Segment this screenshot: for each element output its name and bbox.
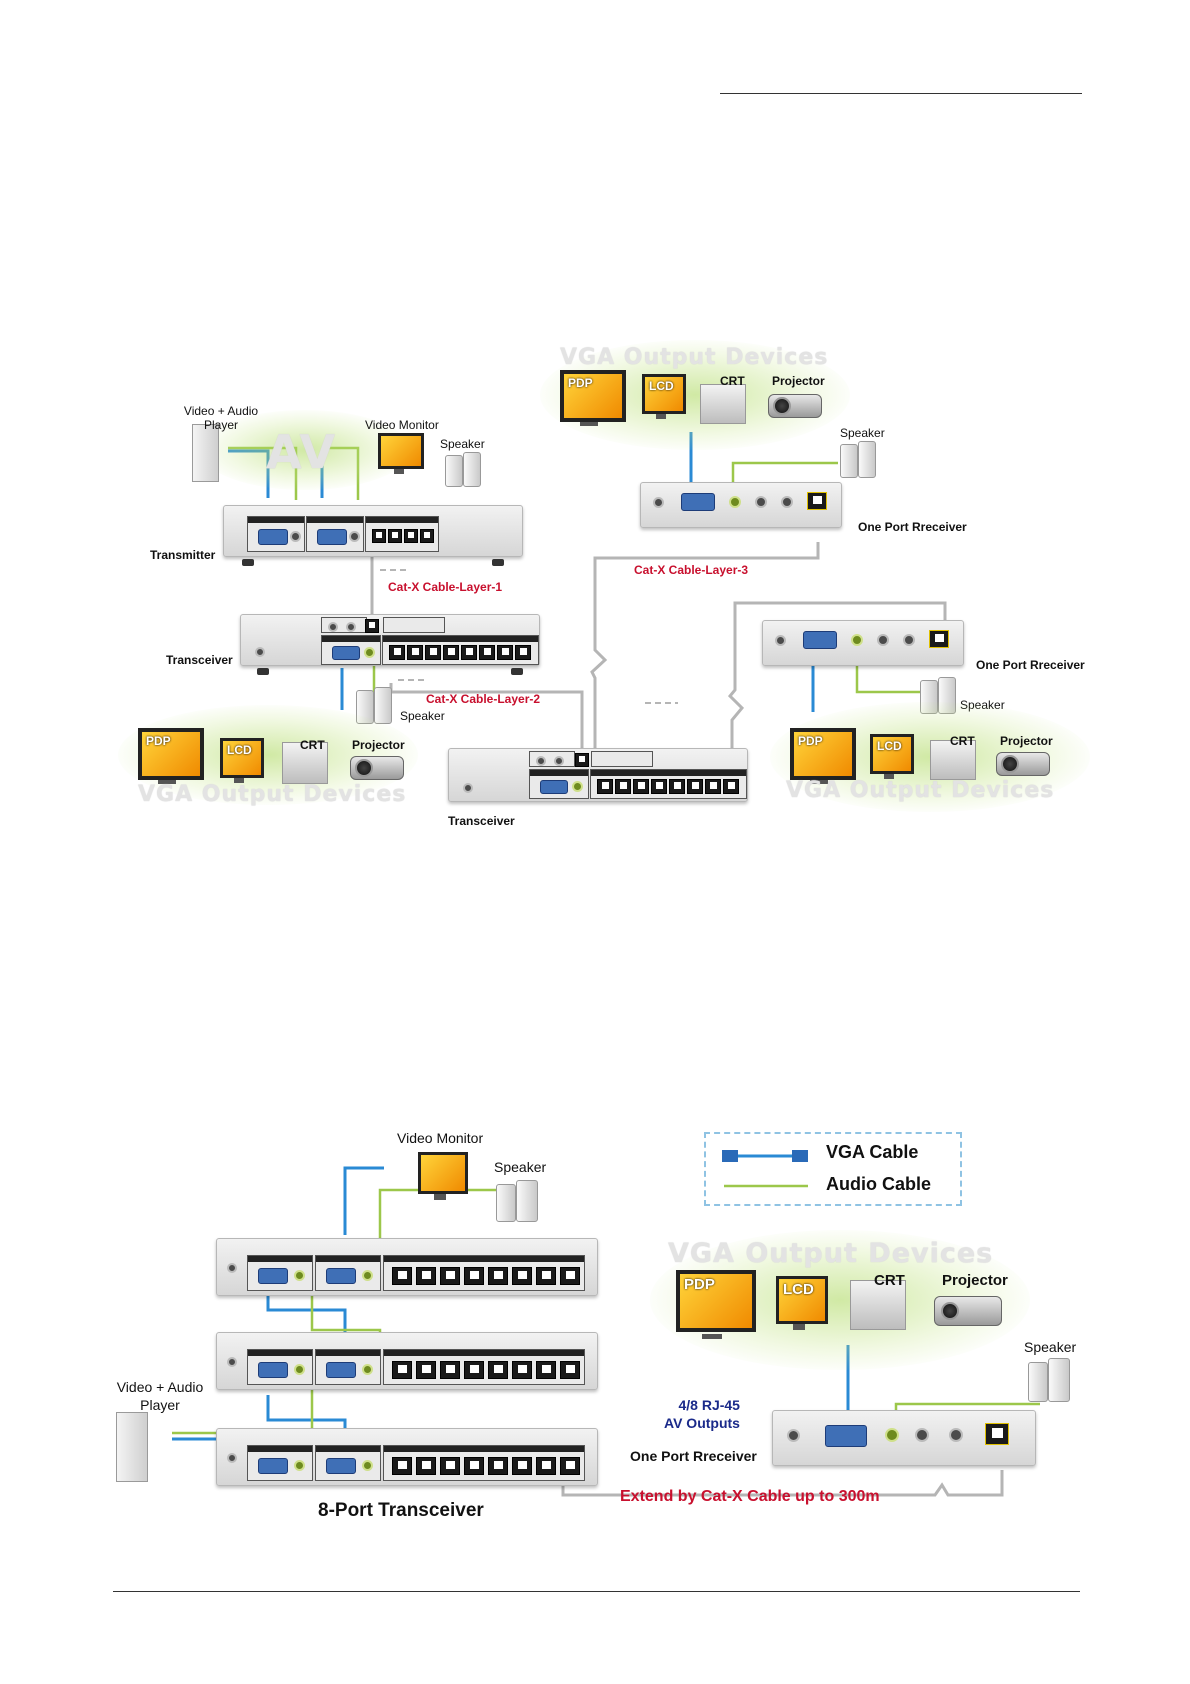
header-rule [720, 93, 1082, 94]
transceiver-link-panel [383, 617, 445, 633]
crt-label: CRT [950, 734, 975, 748]
transceiver-unit-3 [216, 1428, 598, 1486]
crt-label: CRT [874, 1272, 905, 1289]
transceiver-vga-out-panel [321, 635, 381, 665]
cable-legend: VGA Cable Audio Cable [704, 1132, 962, 1206]
transceiver-device [448, 748, 748, 802]
speaker-icon [496, 1184, 516, 1222]
video-monitor-icon [378, 433, 424, 469]
pc-tower-icon [192, 424, 219, 482]
devices-watermark-top: VGA Output Devices [560, 345, 829, 370]
video-audio-player-label: Video + Audio Player [183, 404, 259, 432]
devices-watermark-left: VGA Output Devices [138, 782, 407, 807]
one-port-receiver [640, 482, 842, 528]
crt-label: CRT [720, 374, 745, 388]
transmitter-label: Transmitter [150, 548, 216, 562]
devices-watermark-bottom: VGA Output Devices [786, 778, 1055, 803]
transceiver-unit-1 [216, 1238, 598, 1296]
speaker-label: Speaker [440, 437, 485, 451]
projector-label: Projector [772, 374, 825, 388]
legend-audio-label: Audio Cable [826, 1174, 932, 1194]
cable-layer3-label: Cat-X Cable-Layer-3 [634, 563, 749, 577]
projector-icon [768, 394, 822, 418]
cable-layer1-label: Cat-X Cable-Layer-1 [388, 580, 503, 594]
devices-watermark: VGA Output Devices [668, 1238, 994, 1269]
transceiver-label-2: Transceiver [448, 814, 515, 828]
video-audio-player-label: Video + Audio Player [116, 1379, 204, 1413]
speaker-label: Speaker [1024, 1339, 1077, 1355]
extend-label: Extend by Cat-X Cable up to 300m [620, 1488, 880, 1505]
one-port-receiver-label: One Port Rreceiver [858, 520, 967, 534]
one-port-receiver [762, 620, 964, 666]
legend-swatches [722, 1150, 808, 1188]
projector-label: Projector [942, 1272, 1008, 1289]
transceiver-device [240, 614, 540, 675]
crt-label: CRT [300, 738, 325, 752]
one-port-receiver-label-2: One Port Rreceiver [976, 658, 1085, 672]
transceiver-unit-2 [216, 1332, 598, 1390]
transmitter-rj45-panel [365, 516, 439, 552]
one-port-receiver [772, 1410, 1036, 1466]
projector-label: Projector [1000, 734, 1053, 748]
pdp-icon: PDP [676, 1270, 756, 1332]
projector-icon [934, 1296, 1002, 1326]
av-glow [200, 410, 410, 490]
projector-icon [996, 752, 1050, 776]
projector-label: Projector [352, 738, 405, 752]
speaker-icon [463, 452, 481, 487]
outputs-label: 4/8 RJ-45 AV Outputs [664, 1397, 740, 1431]
speaker-icon [840, 444, 858, 478]
transmitter-output-panel [306, 516, 364, 552]
crt-icon [930, 740, 976, 780]
cable-layer2-label: Cat-X Cable-Layer-2 [426, 692, 541, 706]
transmitter-device [223, 505, 523, 566]
crt-icon [282, 742, 328, 784]
speaker-icon [858, 441, 876, 478]
footer-rule [113, 1591, 1080, 1592]
crt-icon [700, 384, 746, 424]
transceiver-label: Transceiver [166, 653, 233, 667]
one-port-receiver-label: One Port Rreceiver [630, 1448, 757, 1464]
lcd-icon: LCD [220, 738, 264, 778]
pdp-icon: PDP [560, 370, 626, 422]
video-monitor-label: Video Monitor [365, 418, 439, 432]
transceiver-rj45-panel [382, 635, 539, 665]
crt-icon [850, 1280, 906, 1330]
video-monitor-icon [418, 1152, 468, 1194]
lcd-icon: LCD [642, 374, 686, 414]
pdp-icon: PDP [138, 728, 204, 780]
legend-vga-label: VGA Cable [826, 1142, 919, 1162]
transmitter-input-panel [247, 516, 305, 552]
speaker-icon [516, 1180, 538, 1222]
lcd-icon: LCD [776, 1276, 828, 1324]
projector-icon [350, 756, 404, 780]
speaker-icon [1048, 1358, 1070, 1402]
video-monitor-label: Video Monitor [397, 1130, 484, 1146]
pc-tower-icon [116, 1412, 148, 1482]
av-watermark: AV [266, 425, 337, 479]
speaker-icon [445, 455, 463, 487]
transceiver8-label: 8-Port Transceiver [318, 1500, 484, 1521]
speaker-icon [1028, 1362, 1048, 1402]
speaker-label: Speaker [494, 1159, 547, 1175]
lcd-icon: LCD [870, 734, 914, 774]
speaker-label: Speaker [840, 426, 885, 440]
speaker-label: Speaker [400, 709, 445, 723]
pdp-icon: PDP [790, 728, 856, 780]
